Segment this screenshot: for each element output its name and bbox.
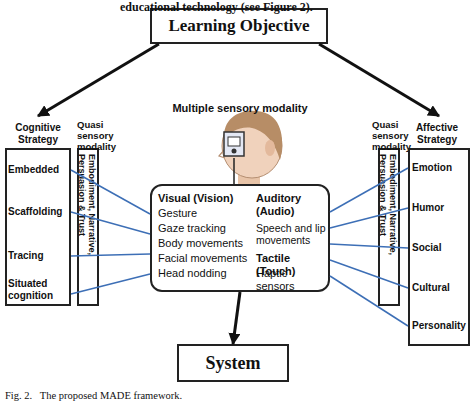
strategy-item: Personality xyxy=(412,320,468,332)
modality-item: Gaze tracking xyxy=(158,222,258,235)
strategy-heading: Affective Strategy xyxy=(406,122,468,145)
strategy-item: Emotion xyxy=(412,162,468,174)
context-text: educational technology (see Figure 2). xyxy=(120,0,420,15)
system-box: System xyxy=(177,344,289,382)
system-title: System xyxy=(179,353,287,374)
strategy-item: Cultural xyxy=(412,282,468,294)
modality-item: Haptic sensors xyxy=(256,267,328,292)
flow-arrow xyxy=(319,44,439,116)
sensor-line xyxy=(233,158,235,184)
strategy-box: Affective StrategyEmotionHumorSocialCult… xyxy=(408,148,470,346)
flow-arrow xyxy=(233,292,240,344)
quasi-modality-box: Quasi sensory modalityEmbodiment, Narrat… xyxy=(77,148,99,306)
modality-heading: Auditory (Audio) xyxy=(256,192,328,217)
group-heading: Multiple sensory modality xyxy=(150,102,330,114)
modality-item: Gesture xyxy=(158,207,258,220)
strategy-box: Cognitive StrategyEmbeddedScaffoldingTra… xyxy=(5,148,71,306)
objective-title: Learning Objective xyxy=(152,16,326,36)
camera-frame xyxy=(224,132,244,156)
strategy-item: Scaffolding xyxy=(8,206,68,218)
modality-text: Embodiment, Narrative, Persuasion & Trus… xyxy=(380,154,398,302)
ear xyxy=(265,140,275,156)
flow-arrow xyxy=(38,44,159,116)
modality-item: Head nodding xyxy=(158,267,258,280)
strategy-item: Humor xyxy=(412,202,468,214)
modality-item: Speech and lip movements xyxy=(256,222,328,246)
camera-screen xyxy=(228,137,240,146)
strategy-heading: Cognitive Strategy xyxy=(3,122,73,145)
strategy-item: Situated cognition xyxy=(8,278,68,301)
modality-item: Facial movements xyxy=(158,252,258,265)
strategy-item: Embedded xyxy=(8,164,68,176)
hair xyxy=(224,111,282,160)
figure-caption: Fig. 2. The proposed MADE framework. xyxy=(5,390,465,401)
modality-heading: Visual (Vision) xyxy=(158,192,258,205)
sensory-modality-box: Visual (Vision) GestureGaze trackingBody … xyxy=(150,184,330,292)
modality-heading: Quasi sensory modality xyxy=(77,120,135,153)
quasi-modality-box: Quasi sensory modalityEmbodiment, Narrat… xyxy=(378,148,400,306)
modality-text: Embodiment, Narrative, Persuasion & Trus… xyxy=(79,154,97,302)
camera-lens xyxy=(232,149,237,154)
person-illustration xyxy=(219,111,282,188)
modality-item: Body movements xyxy=(158,237,258,250)
strategy-item: Tracing xyxy=(8,250,68,262)
modality-heading: Quasi sensory modality xyxy=(372,120,412,153)
strategy-item: Social xyxy=(412,242,468,254)
